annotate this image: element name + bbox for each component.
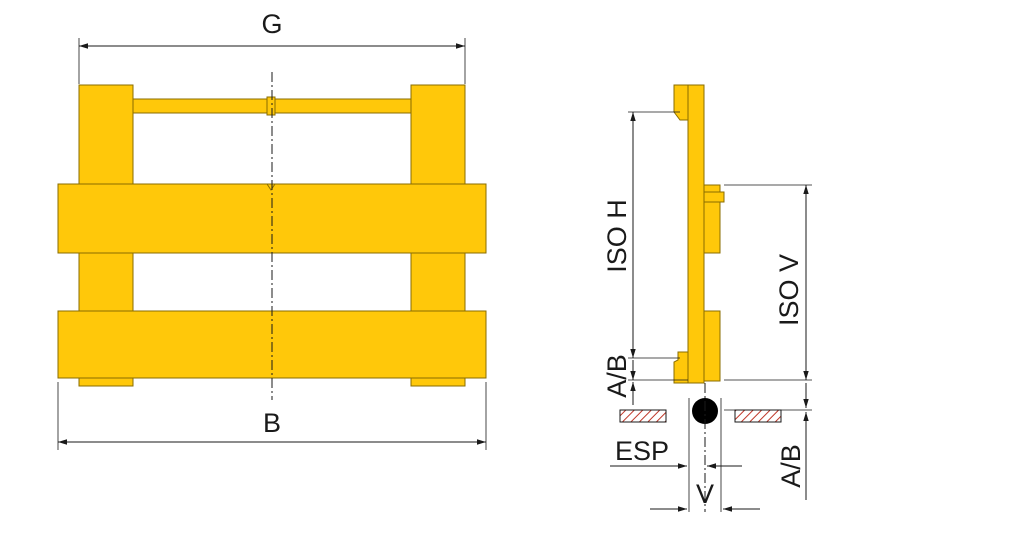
front-view: G B [57,9,487,450]
v-label: V [696,479,714,509]
left-rail-section [619,409,667,423]
esp-label: ESP [615,436,669,466]
upper-bar-center-notch [266,183,276,191]
side-view: ISO H ISO V A/B A/B ESP V [602,84,812,512]
left-post-top [78,84,134,185]
right-rail-section [734,409,782,423]
right-post-middle [410,252,466,312]
carriage-plate [687,84,705,384]
left-post-middle [78,252,134,312]
g-label: G [261,9,282,39]
b-label: B [263,408,281,438]
ab-left-label: A/B [602,354,632,398]
iso-v-label: ISO V [774,254,804,326]
lower-hook [673,351,689,384]
upper-hook [673,84,689,121]
left-post-foot [78,377,134,387]
right-post-top [410,84,466,185]
fork-arm-lower [703,310,721,382]
ab-right-label: A/B [776,444,806,488]
rod-center-notch [266,96,276,116]
right-post-foot [410,377,466,387]
fork-arm-upper-tab [703,191,725,203]
iso-h-label: ISO H [602,199,632,273]
